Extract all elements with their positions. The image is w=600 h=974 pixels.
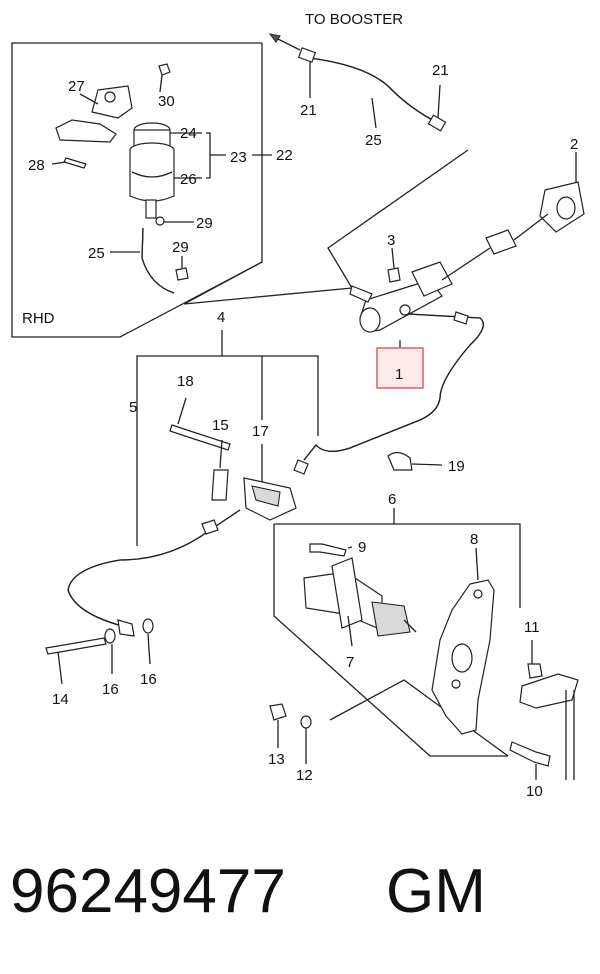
callout-4: 4 bbox=[217, 309, 225, 326]
bolt-icon bbox=[45, 637, 107, 655]
callout-30: 30 bbox=[158, 93, 175, 110]
reservoir-hose bbox=[141, 227, 175, 294]
callout-17: 17 bbox=[252, 423, 269, 440]
callout-8: 8 bbox=[470, 531, 478, 548]
callout-6: 6 bbox=[388, 491, 396, 508]
callout-23: 23 bbox=[230, 149, 247, 166]
nut-icon bbox=[269, 703, 287, 721]
callout-5: 5 bbox=[129, 399, 137, 416]
callout-19: 19 bbox=[448, 458, 465, 475]
callout-29a: 29 bbox=[196, 215, 213, 232]
callout-27: 27 bbox=[68, 78, 85, 95]
bolt-icon bbox=[169, 424, 231, 451]
clutch-fluid-reservoir bbox=[129, 122, 175, 219]
callout-21b: 21 bbox=[432, 62, 449, 79]
clutch-master-cylinder bbox=[349, 152, 585, 389]
callout-29b: 29 bbox=[172, 239, 189, 256]
hose-clamp-icon bbox=[175, 267, 189, 281]
callout-26: 26 bbox=[180, 171, 197, 188]
hose-clamp-icon bbox=[427, 114, 447, 132]
callout-9: 9 bbox=[358, 539, 366, 556]
nut-icon bbox=[527, 663, 543, 679]
callout-3: 3 bbox=[387, 232, 395, 249]
callout-10: 10 bbox=[526, 783, 543, 800]
nut-icon bbox=[387, 267, 401, 283]
clip-icon bbox=[211, 469, 229, 501]
washer-icon bbox=[300, 715, 312, 729]
callout-25b: 25 bbox=[365, 132, 382, 149]
booster-hose-assembly bbox=[183, 33, 469, 305]
callout-18: 18 bbox=[177, 373, 194, 390]
hose-clamp-icon bbox=[297, 47, 317, 63]
washer-icon bbox=[104, 628, 116, 644]
slave-cylinder-group bbox=[269, 508, 579, 780]
callout-7: 7 bbox=[346, 654, 354, 671]
rhd-inset: RHD bbox=[11, 42, 272, 338]
callout-16a: 16 bbox=[102, 681, 119, 698]
callout-1: 1 bbox=[395, 366, 403, 383]
callout-12: 12 bbox=[296, 767, 313, 784]
washer-icon bbox=[142, 618, 154, 634]
callout-labels: TO BOOSTER 1 2 3 4 5 6 7 8 9 10 11 12 13… bbox=[28, 11, 578, 800]
callout-28: 28 bbox=[28, 157, 45, 174]
destination-label: TO BOOSTER bbox=[305, 11, 403, 28]
callout-16b: 16 bbox=[140, 671, 157, 688]
clutch-pipe bbox=[293, 311, 484, 475]
bolt-icon bbox=[309, 543, 347, 557]
hose-clamp-icon bbox=[155, 216, 165, 226]
footer: 96249477 GM bbox=[10, 857, 486, 926]
callout-22: 22 bbox=[276, 147, 293, 164]
callout-21a: 21 bbox=[300, 102, 317, 119]
callout-15: 15 bbox=[212, 417, 229, 434]
callout-11: 11 bbox=[524, 619, 540, 636]
bracket-assembly bbox=[45, 330, 443, 685]
part-number: 96249477 bbox=[10, 857, 286, 926]
highlighted-part-box bbox=[376, 347, 424, 389]
rhd-label: RHD bbox=[22, 310, 55, 327]
screw-icon bbox=[63, 157, 87, 169]
callout-14: 14 bbox=[52, 691, 69, 708]
bolt-icon bbox=[509, 741, 551, 767]
bolt-icon bbox=[158, 63, 171, 76]
pipe-clip-icon bbox=[387, 451, 413, 471]
callout-13: 13 bbox=[268, 751, 285, 768]
callout-25a: 25 bbox=[88, 245, 105, 262]
brand-label: GM bbox=[386, 857, 486, 926]
callout-2: 2 bbox=[570, 136, 578, 153]
callout-24: 24 bbox=[180, 125, 197, 142]
